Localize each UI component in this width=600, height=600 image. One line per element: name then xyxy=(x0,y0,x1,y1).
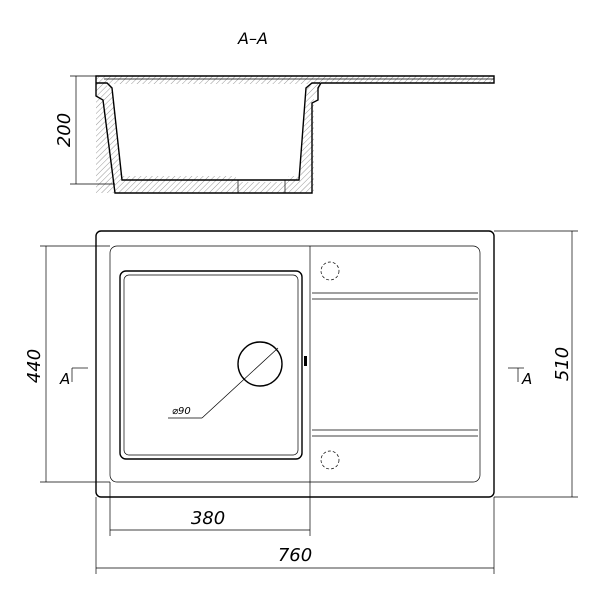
tap-hole-top xyxy=(320,261,340,281)
overall-width-value: 760 xyxy=(278,545,312,566)
overflow-slot xyxy=(304,356,307,366)
outer-length-dimension: 510 xyxy=(494,230,578,498)
bowl xyxy=(119,270,303,460)
section-marker-right-label: A xyxy=(521,370,532,388)
drain-circle xyxy=(237,341,283,387)
tap-hole-bottom xyxy=(320,450,340,470)
sink-outline xyxy=(95,230,495,498)
outer-length-value: 510 xyxy=(552,347,573,381)
plan-view: ⌀90 xyxy=(95,230,495,498)
sink-recess xyxy=(109,245,481,483)
section-hatched-wall xyxy=(96,76,494,193)
bowl-width-dimension: 380 xyxy=(109,482,311,536)
bowl-width-value: 380 xyxy=(191,508,225,529)
overall-width-dimension: 760 xyxy=(95,497,495,574)
depth-value: 200 xyxy=(54,113,75,147)
section-marker-right: A xyxy=(508,367,532,388)
drain-label: ⌀90 xyxy=(172,406,191,417)
section-title: A–A xyxy=(237,29,268,48)
depth-dimension: 200 xyxy=(54,75,115,185)
section-profile xyxy=(95,75,495,194)
section-outer-contour xyxy=(95,75,495,194)
section-marker-left-label: A xyxy=(59,370,70,388)
inner-length-dimension: 440 xyxy=(24,245,110,483)
section-marker-left: A xyxy=(59,367,88,388)
section-inner-contour xyxy=(96,82,320,181)
drain-leader xyxy=(201,347,279,419)
inner-length-value: 440 xyxy=(24,349,45,383)
